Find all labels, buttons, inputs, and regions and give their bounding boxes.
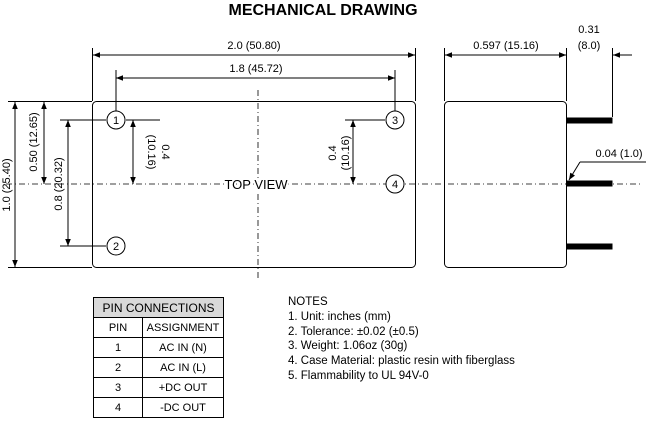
pin-table-caption: PIN CONNECTIONS (93, 297, 224, 318)
pin-2-label: 2 (113, 241, 119, 253)
dim-pin3-to-pin4-value: 0.4 (327, 145, 339, 160)
dim-pin1-to-ref-value: 0.4 (159, 144, 171, 159)
table-row: 4 -DC OUT (93, 397, 224, 418)
dim-height-label: 1.0 (25.40) (1, 158, 13, 211)
note-item: 2. Tolerance: ±0.02 (±0.5) (288, 325, 419, 338)
dim-pin1-to-ref-mm: (10.16) (145, 135, 157, 170)
pin-cell: 2 (93, 357, 143, 378)
side-pin-top (566, 117, 613, 124)
dim-pin-length-mm: (8.0) (578, 40, 601, 52)
assignment-cell: AC IN (N) (142, 337, 224, 358)
pin-table-header-pin: PIN (93, 317, 143, 338)
notes-heading: NOTES (288, 296, 328, 308)
pin-1-marker (106, 110, 126, 130)
pin-2-marker (106, 236, 126, 256)
top-view (6, 48, 640, 280)
dim-length-label: 2.0 (50.80) (227, 40, 280, 52)
side-pin-middle (566, 180, 613, 187)
pin-3-marker (385, 110, 405, 130)
pin-1-label: 1 (113, 115, 119, 127)
pin-cell: 1 (93, 337, 143, 358)
module-body-side (444, 101, 567, 268)
pin-3-label: 3 (392, 115, 398, 127)
table-row: 1 AC IN (N) (93, 337, 224, 358)
dim-pin1-to-center-label: 0.50 (12.65) (28, 112, 40, 171)
note-item: 5. Flammability to UL 94V-0 (288, 369, 429, 382)
pin-cell: 4 (93, 397, 143, 418)
pin-4-marker (385, 174, 405, 194)
pin-connections-table: PIN CONNECTIONS PIN ASSIGNMENT 1 AC IN (… (93, 297, 224, 418)
assignment-cell: AC IN (L) (142, 357, 224, 378)
dim-depth-label: 0.597 (15.16) (473, 40, 538, 52)
pin-cell: 3 (93, 377, 143, 398)
note-item: 3. Weight: 1.06oz (30g) (288, 340, 408, 353)
notes-block: NOTES 1. Unit: inches (mm) 2. Tolerance:… (288, 295, 515, 384)
pin-4-label: 4 (392, 179, 398, 191)
dim-pin1-to-pin2-label: 0.8 (20.32) (53, 157, 65, 210)
dim-pin-length-value: 0.31 (578, 24, 599, 36)
dim-pin-diameter-label: 0.04 (1.0) (595, 148, 642, 160)
note-item: 4. Case Material: plastic resin with fib… (288, 355, 515, 368)
note-item: 1. Unit: inches (mm) (288, 310, 391, 323)
table-row: 3 +DC OUT (93, 377, 224, 398)
top-view-label: TOP VIEW (224, 177, 288, 192)
assignment-cell: +DC OUT (142, 377, 224, 398)
pin-table-header-assignment: ASSIGNMENT (142, 317, 224, 338)
drawing-title: MECHANICAL DRAWING (228, 2, 417, 19)
side-pin-bottom (566, 243, 613, 250)
side-view (444, 48, 646, 268)
dim-pin-span-label: 1.8 (45.72) (229, 63, 282, 75)
table-row: 2 AC IN (L) (93, 357, 224, 378)
dim-pin3-to-pin4-mm: (10.16) (340, 136, 352, 171)
assignment-cell: -DC OUT (142, 397, 224, 418)
module-body-top (92, 101, 416, 268)
